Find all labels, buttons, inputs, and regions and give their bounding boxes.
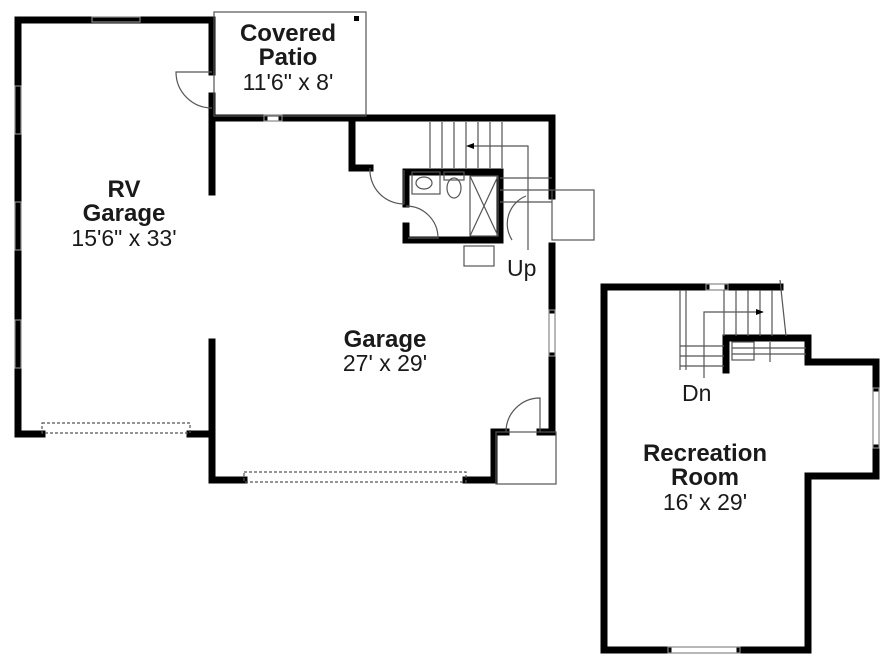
covered-patio-outline bbox=[213, 11, 367, 117]
room-dimensions: 16' x 29' bbox=[662, 488, 748, 515]
room-name: RV bbox=[107, 176, 141, 203]
garage-door bbox=[243, 471, 467, 483]
rv-garage-walls bbox=[14, 16, 216, 76]
covered-patio-label: Covered Patio 11'6" x 8' bbox=[214, 20, 362, 95]
room-name: Recreation bbox=[642, 440, 768, 467]
room-name: Garage bbox=[343, 326, 427, 353]
room-dimensions: 15'6" x 33' bbox=[71, 224, 177, 251]
room-name: Patio bbox=[258, 44, 318, 72]
room-name: Room bbox=[671, 464, 739, 492]
rv-garage-label: RV Garage 15'6" x 33' bbox=[40, 176, 208, 251]
stairs-up bbox=[429, 122, 552, 203]
room-dimensions: 11'6" x 8' bbox=[242, 68, 334, 95]
stairs-up-label: Up bbox=[507, 255, 537, 281]
room-name: Garage bbox=[82, 200, 166, 228]
garage-label: Garage 27' x 29' bbox=[300, 326, 470, 377]
room-dimensions: 27' x 29' bbox=[342, 350, 428, 377]
stairs-down-label: Dn bbox=[682, 380, 712, 406]
room-name: Covered bbox=[239, 20, 337, 47]
recreation-room-label: Recreation Room 16' x 29' bbox=[620, 440, 790, 515]
rv-garage-door bbox=[41, 422, 191, 434]
